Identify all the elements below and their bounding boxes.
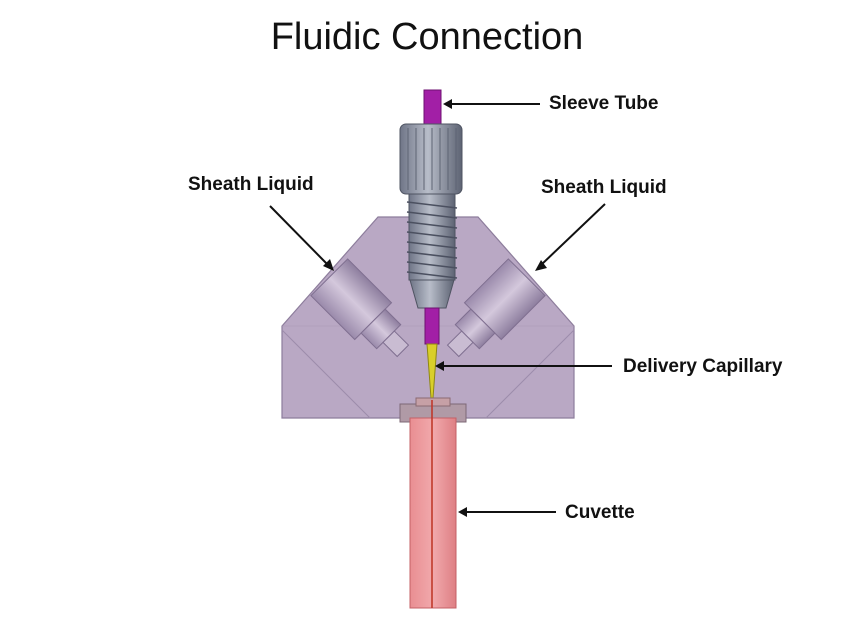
- sleeve-tube: [423, 89, 442, 127]
- leader-sleeve-tube: [443, 99, 540, 109]
- leader-delivery-capillary: [435, 361, 612, 371]
- leader-cuvette: [458, 507, 556, 517]
- label-sheath-liquid-right: Sheath Liquid: [541, 177, 667, 198]
- sleeve-inner: [424, 307, 440, 345]
- left-sheath-port: [310, 258, 410, 358]
- label-cuvette: Cuvette: [565, 502, 635, 523]
- diagram-title: Fluidic Connection: [270, 16, 584, 58]
- leader-sheath-left: [269, 205, 334, 271]
- cuvette: [409, 400, 457, 609]
- label-sheath-liquid-left: Sheath Liquid: [188, 174, 314, 195]
- label-sleeve-tube: Sleeve Tube: [549, 93, 659, 114]
- right-sheath-port: [446, 258, 546, 358]
- leader-sheath-right: [535, 203, 606, 271]
- knurled-nut: [399, 123, 463, 195]
- threaded-body: [406, 193, 458, 309]
- label-delivery-capillary: Delivery Capillary: [623, 356, 783, 377]
